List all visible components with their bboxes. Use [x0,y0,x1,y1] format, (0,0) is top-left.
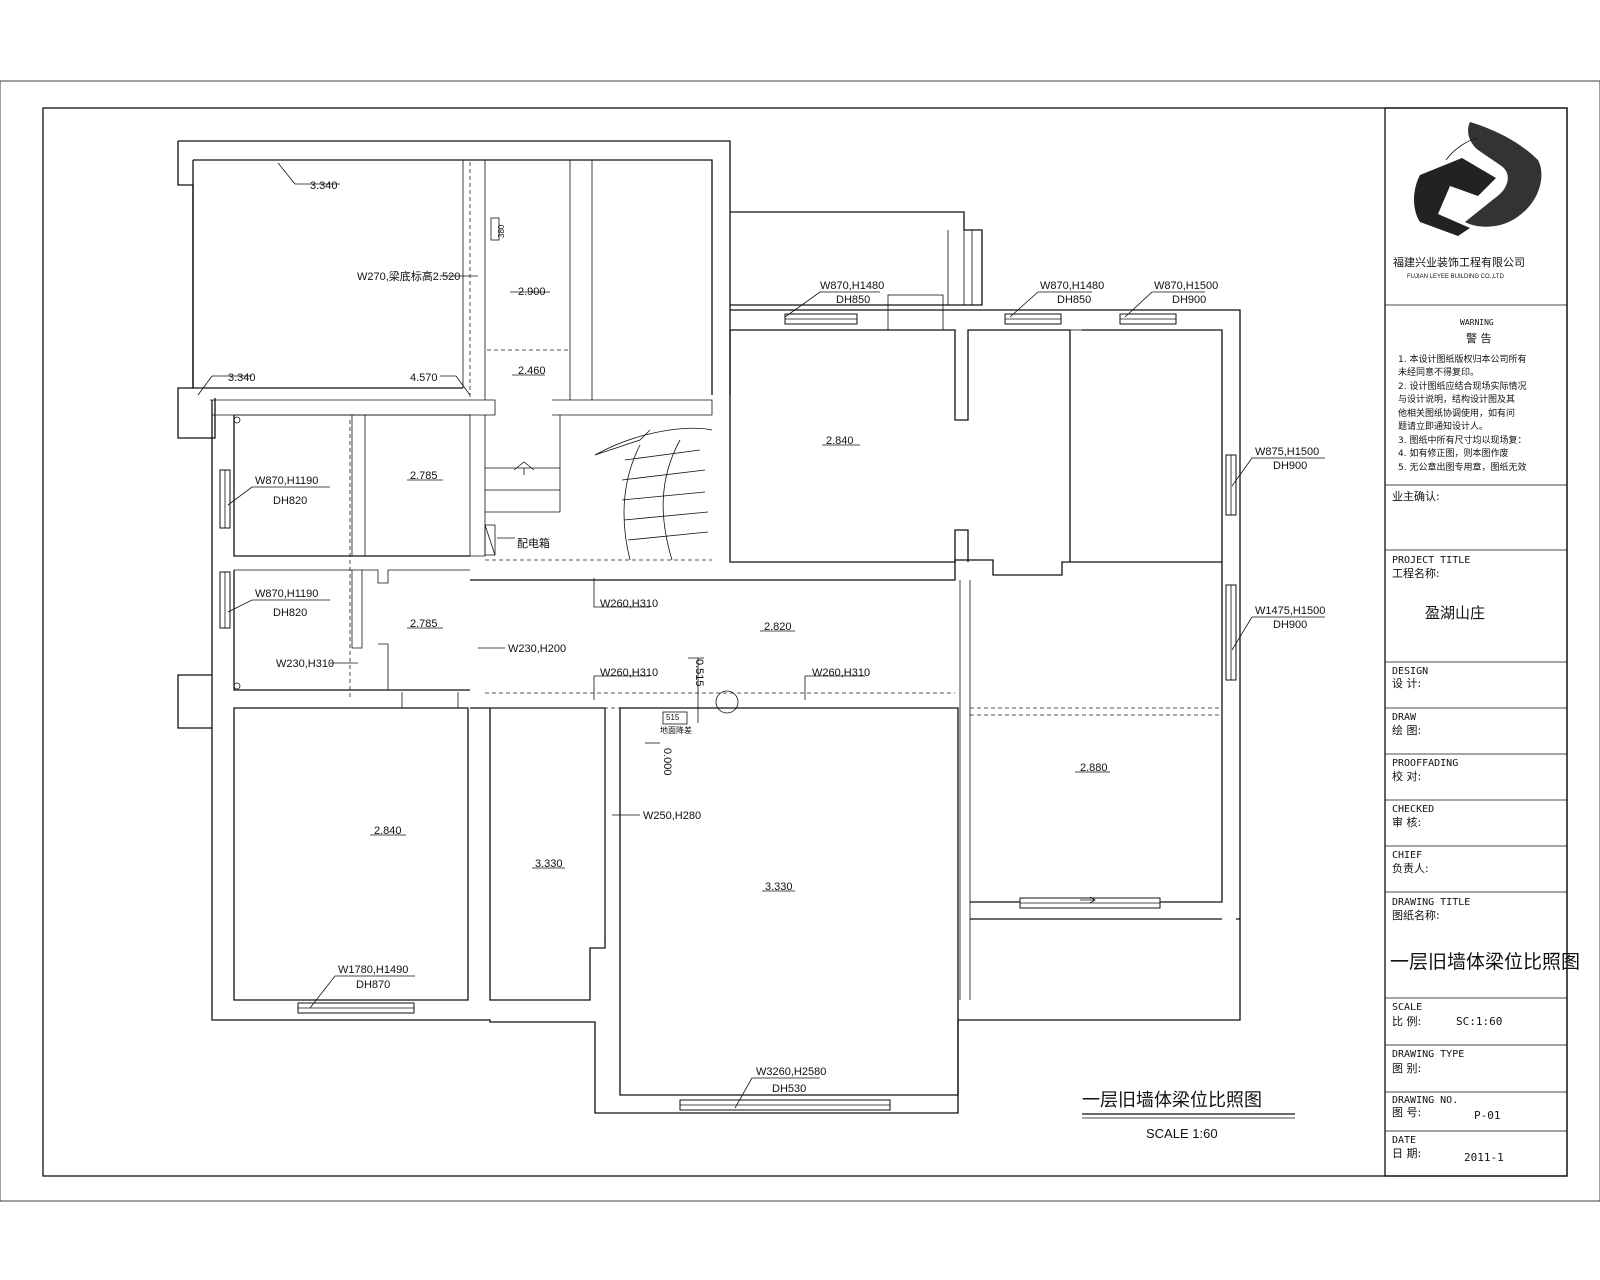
inner-border [42,107,1568,1177]
date-label-cn: 日 期: [1392,1147,1421,1160]
elevation-label: 0.000 [661,748,673,776]
drawing-no-cn: 图 号: [1392,1106,1421,1119]
elevation-label: 2.785 [410,470,438,482]
window-label: W870,H1480 [1040,280,1104,292]
warning-line: 3. 图纸中所有尺寸均以现场复： [1398,434,1526,446]
project-title-en: PROJECT TITLE [1392,555,1470,566]
window-label: DH900 [1172,294,1206,306]
window-label: W870,H1190 [255,475,318,487]
drawing-name: 一层旧墙体梁位比照图 [1390,951,1580,973]
draw-label-en: DRAW [1392,712,1417,723]
warning-line: 与设计说明，结构设计图及其 [1398,393,1515,405]
drawing-type-en: DRAWING TYPE [1392,1049,1464,1060]
elevation-label: 2.900 [518,286,546,298]
elevation-label: 3.330 [535,858,563,870]
window-label: DH900 [1273,460,1307,472]
warning-line: 5. 无公章出图专用章，图纸无效 [1398,461,1526,473]
warning-line: 1. 本设计图纸版权归本公司所有 [1398,353,1526,365]
floor-plan: 3.340 3.340 4.570 2.900 2.460 2.785 2.78… [177,140,1325,1141]
drawing-no-en: DRAWING NO. [1392,1095,1458,1106]
electric-box-label: 配电箱 [517,536,550,550]
elevation-label: 2.820 [764,621,792,633]
project-title-cn: 工程名称: [1392,566,1440,580]
warning-line: 未经同意不得复印。 [1398,366,1479,378]
elevation-label: 2.840 [374,825,402,837]
beam-label: W230,H200 [508,643,566,655]
project-name: 盈湖山庄 [1425,604,1485,622]
window-label: W870,H1500 [1154,280,1218,292]
elevation-label: 2.785 [410,618,438,630]
window-label: DH530 [772,1083,806,1095]
window-label: DH850 [836,294,870,306]
elevation-label: 4.570 [410,372,438,384]
window-label: W870,H1480 [820,280,884,292]
drawing-no-value: P-01 [1474,1109,1501,1122]
warning-line: 他相关图纸协调使用，如有问 [1398,407,1515,419]
drawing-title-en: DRAWING TITLE [1392,897,1470,908]
elevation-label: 2.460 [518,365,546,377]
window-label: DH900 [1273,619,1307,631]
beam-label: W260,H310 [600,598,658,610]
elevation-label: 2.880 [1080,762,1108,774]
scale-label-en: SCALE [1392,1002,1422,1013]
elevation-label: 0.515 [693,659,705,687]
company-name-en: FUJIAN LEYEE BUILDING CO.,LTD [1407,274,1505,280]
owner-confirm-label: 业主确认: [1392,490,1440,503]
elevation-label: 3.340 [310,180,338,192]
company-name-cn: 福建兴业装饰工程有限公司 [1393,255,1525,269]
window-label: DH820 [273,607,307,619]
dimension-label: 380 [497,224,506,238]
plan-scale: SCALE 1:60 [1146,1126,1218,1141]
beam-label: W270,梁底标高2.520 [357,269,460,283]
beam-label: W260,H310 [600,667,658,679]
drawing-title-cn: 图纸名称: [1392,908,1440,922]
chief-label-en: CHIEF [1392,850,1422,861]
warning-title-cn: 警 告 [1466,331,1492,345]
scale-value: SC:1:60 [1456,1015,1502,1028]
drawing-type-cn: 图 别: [1392,1062,1421,1075]
beam-label: W250,H280 [643,810,701,822]
window-label: DH820 [273,495,307,507]
company-logo-icon [1414,122,1542,236]
warning-line: 4. 如有修正图，则本图作废 [1398,447,1508,459]
proof-label-en: PROOFFADING [1392,758,1458,769]
window-label: DH870 [356,979,390,991]
window-label: W1475,H1500 [1255,605,1325,617]
proof-label-cn: 校 对: [1392,769,1421,783]
window-label: W875,H1500 [1255,446,1319,458]
window-label: DH850 [1057,294,1091,306]
window-label: W3260,H2580 [756,1066,826,1078]
elevation-label: 2.840 [826,435,854,447]
beam-label: W260,H310 [812,667,870,679]
warning-line: 2. 设计图纸应结合现场实际情况 [1398,380,1526,392]
beam-label: W230,H310 [276,658,334,670]
window-label: W870,H1190 [255,588,318,600]
warning-line: 题请立即通知设计人。 [1398,420,1488,432]
warning-lines: 1. 本设计图纸版权归本公司所有 未经同意不得复印。 2. 设计图纸应结合现场实… [1398,353,1526,473]
elevation-label: 3.340 [228,372,256,384]
chief-label-cn: 负责人: [1392,861,1429,875]
window-label: W1780,H1490 [338,964,408,976]
dimension-label: 515 [666,713,680,722]
warning-title-en: WARNING [1460,318,1494,327]
date-label-en: DATE [1392,1135,1416,1146]
date-value: 2011-1 [1464,1151,1504,1164]
design-label-en: DESIGN [1392,666,1428,677]
design-label-cn: 设 计: [1392,677,1421,690]
scale-label-cn: 比 例: [1392,1014,1421,1028]
floor-drop-label: 地面降差 [660,725,692,735]
checked-label-cn: 审 核: [1392,815,1421,829]
checked-label-en: CHECKED [1392,804,1434,815]
outer-border [0,80,1600,1202]
elevation-label: 3.330 [765,881,793,893]
title-block: 福建兴业装饰工程有限公司 FUJIAN LEYEE BUILDING CO.,L… [1384,107,1580,1177]
plan-title: 一层旧墙体梁位比照图 [1082,1090,1262,1111]
leader-lines [197,162,1325,1109]
draw-label-cn: 绘 图: [1392,723,1421,737]
